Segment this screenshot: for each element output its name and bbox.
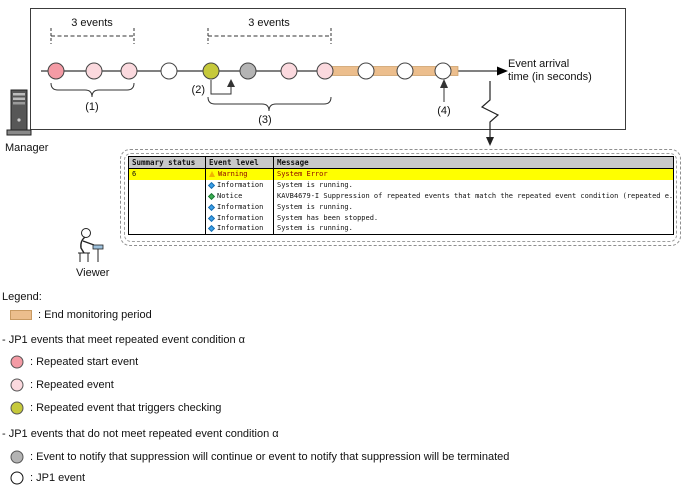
legend-item-jp1-event: : JP1 event — [10, 471, 85, 485]
event-console-window: Summary status Event level Message 6 War… — [120, 149, 681, 246]
timeline-diagram: 3 events 3 events — [41, 17, 592, 126]
marker2-bracket — [210, 80, 232, 95]
cell-message: System has been stopped. — [277, 213, 379, 222]
legend-group1-title: - JP1 events that meet repeated event co… — [2, 334, 246, 346]
cell-summary-status: 6 — [128, 168, 206, 180]
cell-event-level: Warning — [205, 168, 274, 180]
legend-swatch-trigger — [10, 401, 24, 415]
event-circle-repeated — [280, 62, 298, 80]
col-message[interactable]: Message — [273, 156, 674, 169]
marker1-label: (1) — [85, 101, 98, 113]
cell-event-level: Information — [205, 179, 274, 191]
table-row[interactable]: Information System is running. — [128, 201, 674, 213]
cell-summary-status — [128, 179, 206, 191]
event-circle-jp1 — [434, 62, 452, 80]
event-circle-jp1 — [357, 62, 375, 80]
cell-event-level: Information — [205, 223, 274, 235]
marker2-arrowhead-icon — [227, 79, 235, 87]
cell-event-level: Notice — [205, 190, 274, 202]
table-row[interactable]: Information System is running. — [128, 223, 674, 235]
cell-message: System is running. — [277, 202, 353, 211]
cell-message: KAVB4679-I Suppression of repeated event… — [277, 191, 674, 200]
marker3-label: (3) — [258, 114, 271, 126]
event-circle-repeated-start — [47, 62, 65, 80]
zigzag-arrow — [480, 81, 500, 146]
legend-group2-title: - JP1 events that do not meet repeated e… — [2, 428, 279, 440]
legend-item-repeated-start: : Repeated start event — [10, 355, 138, 369]
col-event-level[interactable]: Event level — [205, 156, 274, 169]
legend-swatch-jp1-event — [10, 471, 24, 485]
legend-item-repeated: : Repeated event — [10, 378, 114, 392]
information-icon — [207, 203, 216, 211]
marker3-brace — [207, 96, 332, 112]
cell-summary-status — [128, 212, 206, 224]
marker4-label: (4) — [437, 105, 450, 117]
bracket1-label: 3 events — [71, 17, 113, 29]
marker1-brace — [50, 82, 135, 98]
event-circle-repeated — [316, 62, 334, 80]
axis-caption-line2: time (in seconds) — [508, 71, 592, 83]
information-icon — [207, 214, 216, 222]
event-circle-repeated — [85, 62, 103, 80]
cell-summary-status — [128, 223, 206, 235]
event-circle-jp1 — [396, 62, 414, 80]
marker2-label: (2) — [192, 84, 205, 96]
legend-swatch-repeated — [10, 378, 24, 392]
axis-caption-line1: Event arrival — [508, 58, 569, 70]
table-row[interactable]: Notice KAVB4679-I Suppression of repeate… — [128, 190, 674, 202]
server-icon — [6, 89, 32, 136]
cell-summary-status — [128, 201, 206, 213]
table-row[interactable]: 6 Warning System Error — [128, 168, 674, 180]
marker4-arrowhead-icon — [440, 79, 448, 88]
cell-summary-status — [128, 190, 206, 202]
event-console-window-inner — [124, 153, 677, 242]
col-summary-status[interactable]: Summary status — [128, 156, 206, 169]
legend-item-end-monitoring: : End monitoring period — [10, 309, 152, 321]
axis-arrowhead-icon — [497, 66, 508, 76]
table-header-row: Summary status Event level Message — [128, 156, 674, 169]
legend-swatch-notify — [10, 450, 24, 464]
timeline-panel: 3 events 3 events — [30, 8, 626, 130]
legend-title: Legend: — [2, 291, 42, 303]
cell-event-level: Information — [205, 212, 274, 224]
legend-item-notify: : Event to notify that suppression will … — [10, 450, 509, 464]
cell-message: System is running. — [277, 180, 353, 189]
person-icon — [78, 228, 104, 262]
table-row[interactable]: Information System has been stopped. — [128, 212, 674, 224]
bracket2-label: 3 events — [248, 17, 290, 29]
warning-icon — [209, 171, 215, 178]
notice-icon — [207, 192, 216, 200]
event-list-table: Summary status Event level Message 6 War… — [128, 156, 674, 235]
event-circle-jp1 — [160, 62, 178, 80]
table-row[interactable]: Information System is running. — [128, 179, 674, 191]
information-icon — [207, 225, 216, 233]
event-circle-notify — [239, 62, 257, 80]
cell-message: System Error — [277, 169, 328, 178]
legend-swatch-repeated-start — [10, 355, 24, 369]
legend-swatch-end-monitoring — [10, 310, 32, 320]
manager-label: Manager — [5, 142, 49, 154]
event-circle-trigger — [202, 62, 220, 80]
event-circle-repeated — [120, 62, 138, 80]
information-icon — [207, 181, 216, 189]
cell-message: System is running. — [277, 224, 353, 233]
viewer-label: Viewer — [76, 267, 110, 279]
legend-item-trigger: : Repeated event that triggers checking — [10, 401, 221, 415]
cell-event-level: Information — [205, 201, 274, 213]
